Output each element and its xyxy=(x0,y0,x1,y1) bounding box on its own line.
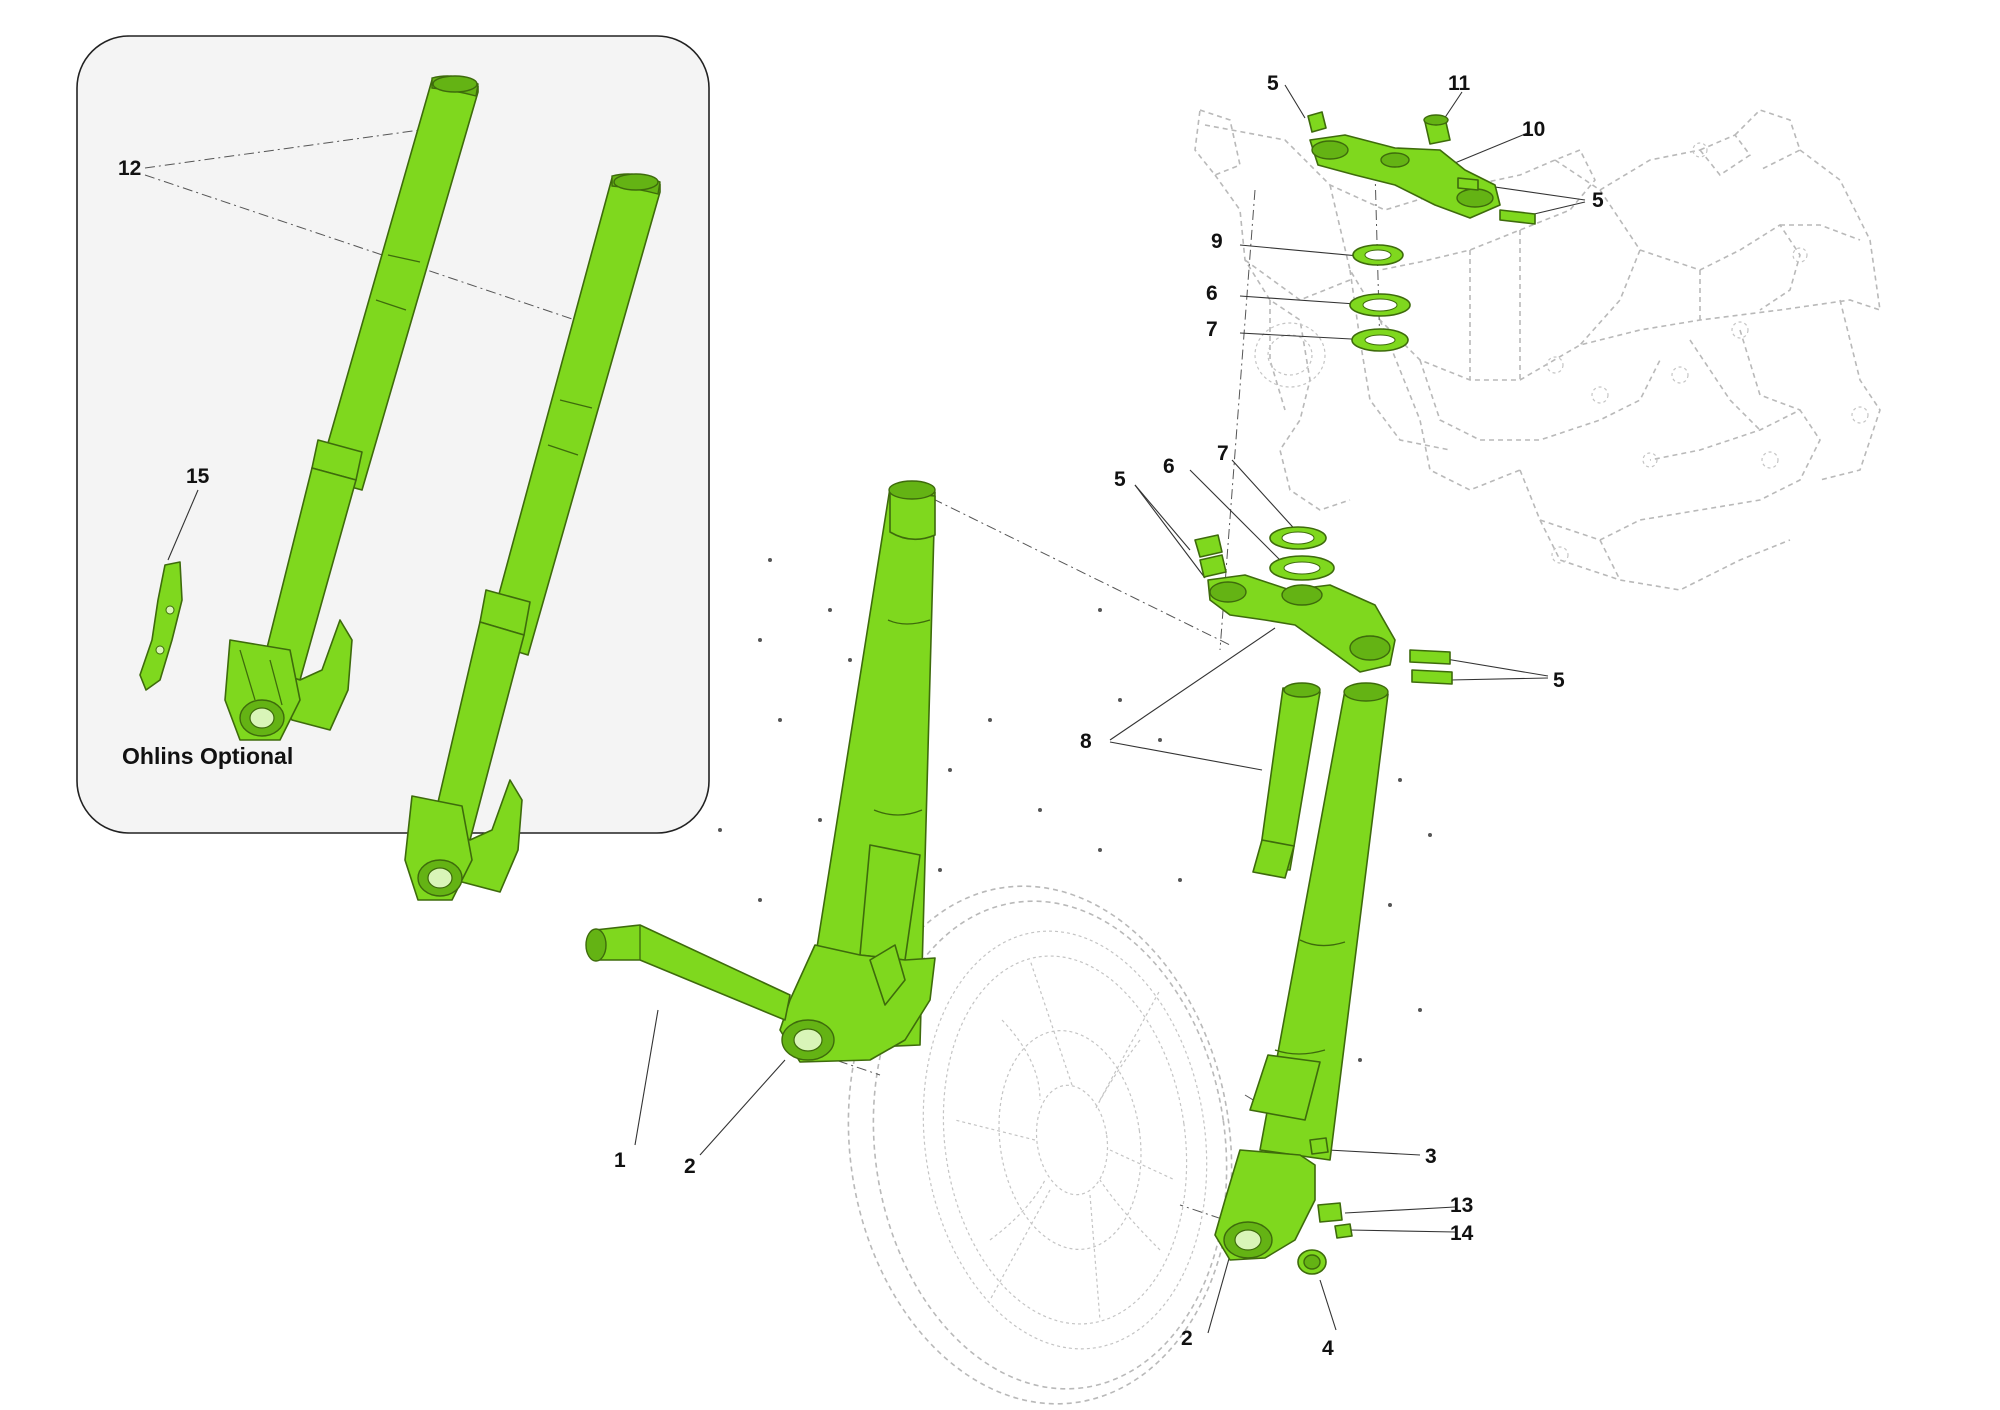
label-part-3: 3 xyxy=(1425,1145,1437,1168)
leader-13 xyxy=(1344,1206,1456,1214)
leader-5d-a xyxy=(1439,657,1549,677)
inset-border xyxy=(76,35,710,834)
leader-3 xyxy=(1327,1149,1421,1156)
label-part-1: 1 xyxy=(614,1149,626,1172)
top-nut-and-bolts xyxy=(1307,111,1536,225)
axis-line-stem xyxy=(1219,189,1256,651)
assembly-leader-lines xyxy=(634,84,1586,1334)
leader-6b xyxy=(1189,469,1291,571)
label-part-7-upper: 7 xyxy=(1206,318,1218,341)
inset-label-15: 15 xyxy=(186,465,210,488)
label-part-5-lower-right: 5 xyxy=(1553,669,1565,692)
leader-14 xyxy=(1349,1229,1456,1233)
leader-5b-bot xyxy=(1529,201,1586,216)
leader-8a xyxy=(1109,627,1276,741)
label-part-7-lower: 7 xyxy=(1217,442,1229,465)
axis-line-top-clamp xyxy=(914,489,1231,646)
label-part-10: 10 xyxy=(1522,118,1545,141)
ohlins-fork-leg-left xyxy=(224,75,479,741)
label-part-6-lower: 6 xyxy=(1163,455,1175,478)
small-fasteners xyxy=(1297,1137,1353,1275)
upper-bearings xyxy=(1349,244,1411,352)
front-axle xyxy=(585,924,791,1021)
callout-labels: 1 2 2 3 4 5 5 5 5 6 6 7 7 8 9 10 11 13 1… xyxy=(614,72,1604,1360)
label-part-2-right: 2 xyxy=(1181,1327,1193,1350)
label-part-4: 4 xyxy=(1322,1337,1334,1360)
frame-outline xyxy=(1194,108,1881,591)
part-15-bracket xyxy=(139,561,183,691)
ohlins-inset-panel: 12 15 Ohlins Optional xyxy=(76,35,710,901)
front-wheel-outline xyxy=(847,885,1233,1405)
label-part-5-lower-left: 5 xyxy=(1114,468,1126,491)
lower-triple-clamp xyxy=(1207,574,1396,673)
label-part-11: 11 xyxy=(1448,72,1471,95)
label-part-8: 8 xyxy=(1080,730,1092,753)
leader-5d-b xyxy=(1449,677,1549,681)
label-part-13: 13 xyxy=(1450,1194,1473,1217)
left-fork-tube xyxy=(779,480,936,1063)
leader-5c-a xyxy=(1134,484,1191,551)
label-part-9: 9 xyxy=(1211,230,1223,253)
upper-triple-clamp xyxy=(1309,134,1501,219)
label-part-14: 14 xyxy=(1450,1222,1474,1245)
leader-12a xyxy=(144,129,421,169)
label-part-6-upper: 6 xyxy=(1206,282,1218,305)
right-fork-tube xyxy=(1214,682,1389,1261)
inset-caption: Ohlins Optional xyxy=(122,743,293,769)
leader-5c-b xyxy=(1134,484,1206,579)
leader-7a xyxy=(1239,332,1371,341)
ohlins-fork-leg-right xyxy=(404,173,661,901)
leader-12b xyxy=(144,174,591,326)
inset-label-12: 12 xyxy=(118,157,141,180)
leader-6a xyxy=(1239,295,1371,306)
leader-8b xyxy=(1109,741,1263,771)
leader-4 xyxy=(1319,1279,1337,1331)
leader-2a xyxy=(699,1059,786,1156)
label-part-5-top: 5 xyxy=(1267,72,1279,95)
lower-bearings xyxy=(1269,526,1335,581)
lower-clamp-bolts xyxy=(1194,534,1453,685)
label-part-2-left: 2 xyxy=(684,1155,696,1178)
leader-15 xyxy=(167,489,199,561)
leader-2b xyxy=(1207,1254,1231,1334)
label-part-5-upper-right: 5 xyxy=(1592,189,1604,212)
leader-10 xyxy=(1449,131,1531,166)
leader-1 xyxy=(634,1009,659,1146)
leader-7b xyxy=(1231,459,1301,536)
leader-5a xyxy=(1284,84,1306,119)
steering-stem xyxy=(1252,682,1321,879)
